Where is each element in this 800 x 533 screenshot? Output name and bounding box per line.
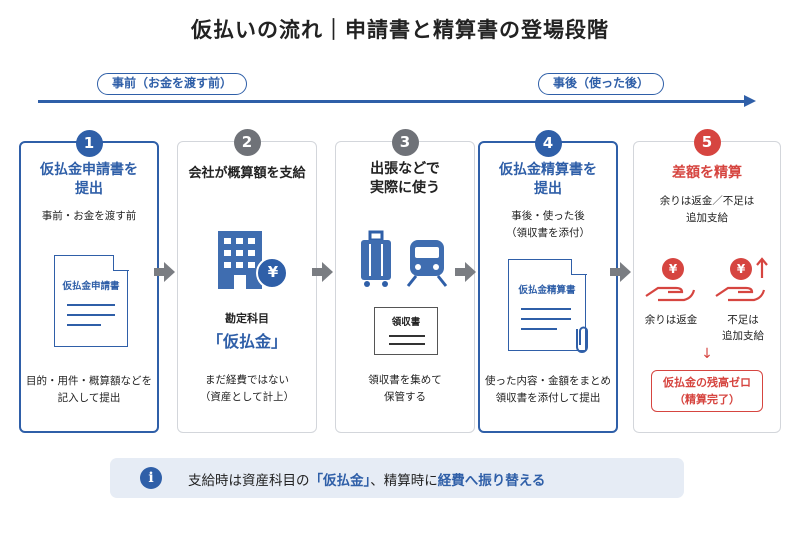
step-desc-line2: （資産として計上） [199,391,295,403]
step-number-badge: 3 [391,129,419,156]
note-highlight-account: 「仮払金」 [309,473,371,489]
note-part3: 、精算時に [370,473,438,489]
yen-coin-icon: ¥ [730,258,752,280]
step-subtitle-line2: 追加支給 [686,212,728,224]
step-subtitle-line1: 事後・使った後 [511,210,585,222]
step-desc-line2: 領収書を添付して提出 [495,392,601,404]
step-desc-line1: まだ経費ではない [205,374,289,386]
step-card-1: 1 仮払金申請書を 提出 事前・お金を渡す前 仮払金申請書 目的・用件・概算額な… [19,130,159,433]
paperclip-icon [576,326,588,353]
step-card-4: 4 仮払金精算書を 提出 事後・使った後 （領収書を添付） 仮払金精算書 使った… [478,130,618,433]
step-title-line2: 提出 [534,181,562,197]
step-title-line1: 仮払金申請書を [40,162,138,178]
step-number-badge: 5 [693,129,721,156]
info-icon: i [140,467,162,489]
info-note-bar: i 支給時は資産科目の「仮払金」、精算時に経費へ振り替える [110,458,684,498]
step-title-line1: 仮払金精算書を [499,162,597,178]
phase-before-label: 事前（お金を渡す前） [97,73,248,95]
phase-after-label: 事後（使った後） [538,73,665,95]
yen-coin-icon: ¥ [662,258,684,280]
receipt-icon: 領収書 [374,307,438,355]
step-desc-line2: 記入して提出 [57,392,121,404]
open-hand-icon [715,286,766,302]
timeline-line [38,100,750,103]
receipt-label: 領収書 [391,317,421,328]
step-desc-line1: 目的・用件・概算額などを [26,375,152,387]
step-desc-line2: 保管する [384,391,426,403]
final-line1: 仮払金の残高ゼロ [663,376,751,389]
step-arrow-icon [154,262,175,282]
note-text: 支給時は資産科目の「仮払金」、精算時に経費へ振り替える [188,469,545,489]
step-number-badge: 4 [534,130,562,157]
shortfall-caption-line1: 不足は [727,314,759,326]
final-line2: （精算完了） [674,393,740,406]
arrow-up-icon [756,257,768,278]
note-highlight-expense: 経費へ振り替える [437,473,546,489]
page-title: 仮払いの流れ｜申請書と精算書の登場段階 [191,18,609,42]
refund-caption: 余りは返金 [644,314,698,326]
step-subtitle: 事前・お金を渡す前 [41,210,137,222]
step-title-line2: 提出 [75,181,103,197]
document-label: 仮払金精算書 [518,285,576,296]
step-subtitle-line1: 余りは返金／不足は [659,195,755,207]
account-label: 勘定科目 [225,312,269,325]
step-title-line1: 出張などで [370,161,440,177]
note-part1: 支給時は資産科目の [188,473,310,489]
open-hand-icon [645,286,696,302]
down-arrow-icon: ↓ [701,346,713,362]
step-number-badge: 1 [75,130,103,157]
timeline-arrow-icon [744,95,756,107]
step-title: 会社が概算額を支給 [188,166,306,181]
settlement-complete-box: 仮払金の残高ゼロ （精算完了） [651,370,763,412]
step-title: 差額を精算 [672,165,742,181]
shortfall-caption-line2: 追加支給 [722,330,764,342]
step-desc-line1: 使った内容・金額をまとめ [485,375,611,387]
document-icon: 仮払金精算書 [508,258,587,351]
step-subtitle-line2: （領収書を添付） [506,227,590,239]
step-title-line2: 実際に使う [370,180,440,196]
suitcase-icon [361,230,391,287]
step-desc-line1: 領収書を集めて [368,374,442,386]
step-card-3: 3 出張などで 実際に使う 領収書 領収書を集めて 保管する [335,129,475,433]
yen-coin-icon: ¥ [267,263,279,281]
step-arrow-icon [455,262,476,282]
account-name: 「仮払金」 [206,332,287,351]
document-icon: 仮払金申請書 [54,254,129,347]
document-label: 仮払金申請書 [62,281,120,292]
step-card-5: 5 差額を精算 余りは返金／不足は 追加支給 ¥ ¥ 余りは返金 不足は 追加支… [633,129,781,433]
train-icon [406,240,448,287]
step-arrow-icon [312,262,333,282]
step-card-2: 2 会社が概算額を支給 ¥ 勘定科目 「仮払金」 まだ経費ではない （資産として… [177,129,317,433]
step-number-badge: 2 [233,129,261,156]
office-building-icon [218,231,288,289]
step-arrow-icon [610,262,631,282]
